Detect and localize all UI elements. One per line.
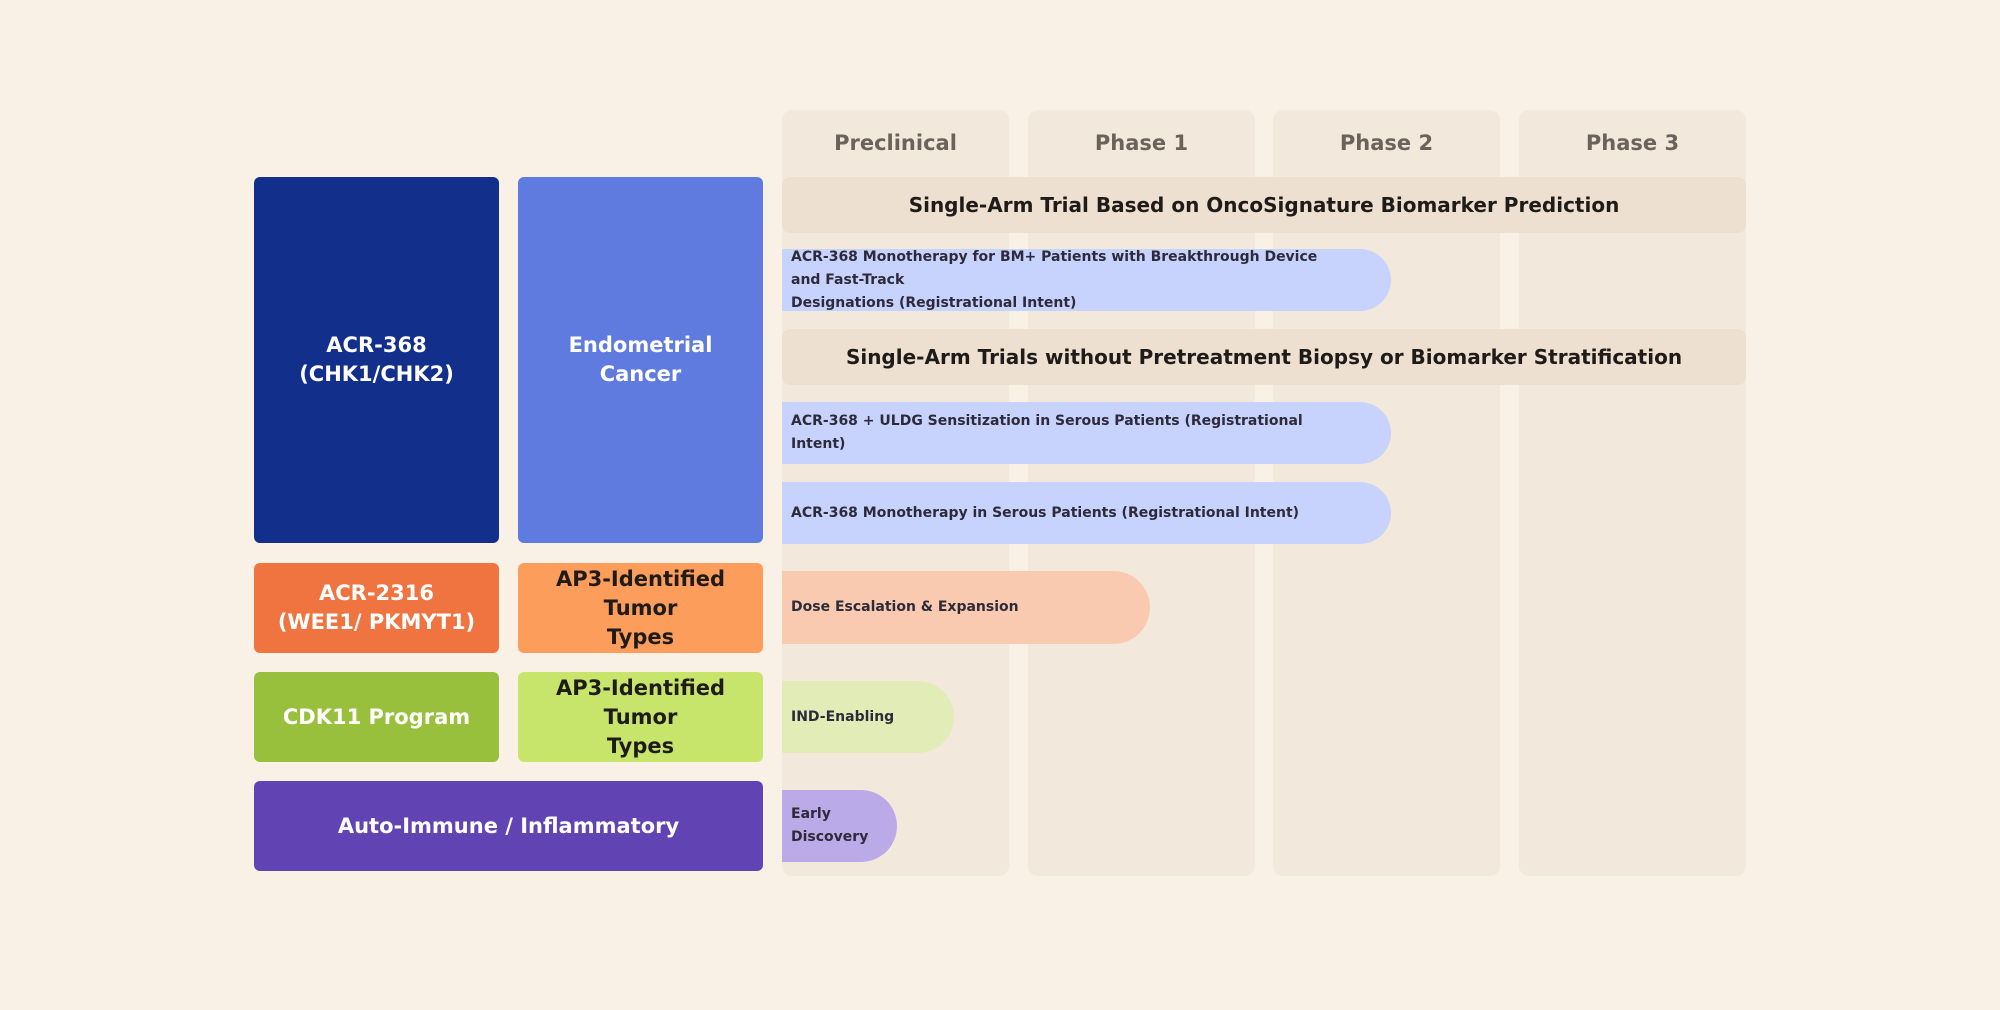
trial-dose-escalation-label: Dose Escalation & Expansion bbox=[791, 599, 1019, 615]
phase-header-preclinical: Preclinical bbox=[834, 131, 957, 155]
trial-uldg-label: ACR-368 + ULDG Sensitization in Serous P… bbox=[791, 413, 1303, 452]
trial-bar-bm-monotherapy: ACR-368 Monotherapy for BM+ Patients wit… bbox=[782, 249, 1391, 311]
program-acr-2316-target: (WEE1/ PKMYT1) bbox=[277, 610, 476, 634]
indication-ap3-line2: Types bbox=[606, 733, 675, 758]
indication-endometrial-cancer-label: Endometrial Cancer bbox=[568, 333, 713, 386]
indication-ap3-line1: AP3-Identified Tumor bbox=[555, 675, 726, 729]
trial-bar-serous-monotherapy: ACR-368 Monotherapy in Serous Patients (… bbox=[782, 482, 1391, 544]
indication-ap3-line2: Types bbox=[606, 624, 675, 649]
trial-bar-uldg-sensitization: ACR-368 + ULDG Sensitization in Serous P… bbox=[782, 402, 1391, 464]
trial-early-discovery-line1: Early bbox=[791, 806, 831, 822]
trial-bm-monotherapy-line2: Designations (Registrational Intent) bbox=[791, 294, 1077, 311]
banner-oncosignature-trial: Single-Arm Trial Based on OncoSignature … bbox=[782, 177, 1746, 233]
indication-ap3-tumor-types-acr-2316: AP3-Identified Tumor Types bbox=[518, 563, 763, 653]
banner-no-biopsy-trials: Single-Arm Trials without Pretreatment B… bbox=[782, 329, 1746, 385]
trial-bar-ind-enabling: IND-Enabling bbox=[782, 681, 954, 753]
trial-early-discovery-line2: Discovery bbox=[791, 829, 869, 845]
program-auto-immune-inflammatory: Auto-Immune / Inflammatory bbox=[254, 781, 763, 871]
trial-bar-early-discovery: Early Discovery bbox=[782, 790, 897, 862]
program-cdk11-label: CDK11 Program bbox=[282, 704, 471, 729]
program-auto-immune-label: Auto-Immune / Inflammatory bbox=[337, 813, 680, 838]
phase-column-phase3 bbox=[1519, 110, 1746, 876]
phase-header-phase1: Phase 1 bbox=[1094, 131, 1189, 155]
trial-serous-monotherapy-label: ACR-368 Monotherapy in Serous Patients (… bbox=[791, 504, 1300, 521]
phase-header-phase2: Phase 2 bbox=[1339, 131, 1434, 155]
trial-ind-enabling-label: IND-Enabling bbox=[791, 708, 895, 725]
program-acr-368-target: (CHK1/CHK2) bbox=[299, 362, 454, 386]
indication-endometrial-cancer: Endometrial Cancer bbox=[518, 177, 763, 543]
indication-ap3-line1: AP3-Identified Tumor bbox=[555, 566, 726, 620]
program-acr-2316: ACR-2316 (WEE1/ PKMYT1) bbox=[254, 563, 499, 653]
program-cdk11: CDK11 Program bbox=[254, 672, 499, 762]
trial-bm-monotherapy-line1: ACR-368 Monotherapy for BM+ Patients wit… bbox=[791, 248, 1318, 288]
trial-bar-dose-escalation: Dose Escalation & Expansion bbox=[782, 571, 1150, 644]
program-acr-2316-name: ACR-2316 bbox=[318, 581, 434, 605]
program-acr-368-name: ACR-368 bbox=[326, 333, 427, 357]
program-acr-368: ACR-368 (CHK1/CHK2) bbox=[254, 177, 499, 543]
indication-ap3-tumor-types-cdk11: AP3-Identified Tumor Types bbox=[518, 672, 763, 762]
phase-header-phase3: Phase 3 bbox=[1585, 131, 1680, 155]
